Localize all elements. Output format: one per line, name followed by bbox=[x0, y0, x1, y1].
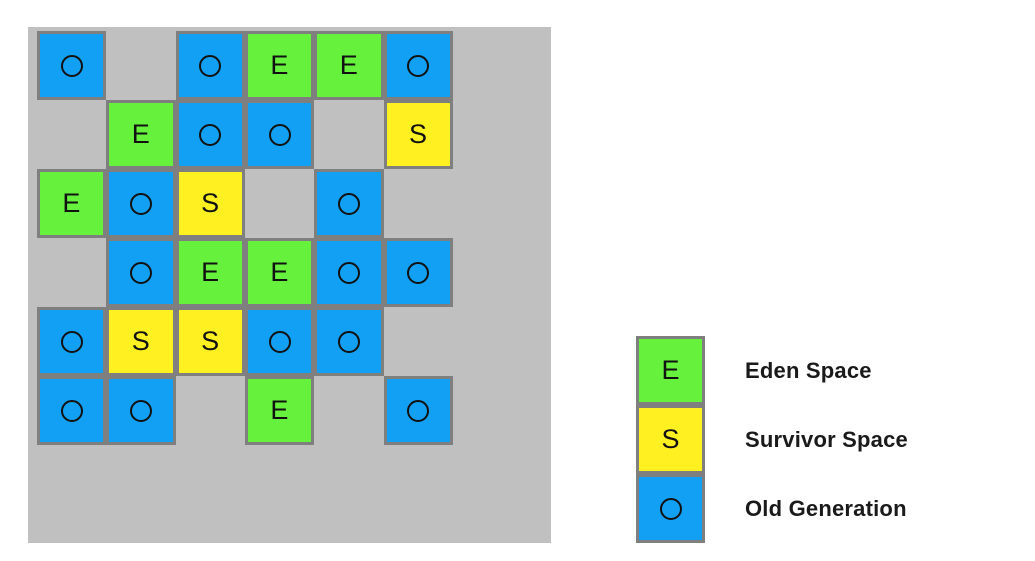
grid-cell-old-generation bbox=[37, 31, 107, 100]
legend: E Eden Space S Survivor Space Old Genera… bbox=[636, 336, 1016, 544]
grid-cell-empty bbox=[37, 100, 106, 169]
circle-icon bbox=[129, 261, 152, 284]
grid-cell-eden-space: E bbox=[314, 31, 384, 100]
grid-cell-eden-space: E bbox=[244, 238, 315, 307]
grid-cell-eden-space: E bbox=[37, 169, 107, 238]
circle-icon bbox=[129, 192, 152, 215]
circle-icon bbox=[60, 54, 83, 77]
circle-icon bbox=[199, 123, 222, 146]
grid-cell-empty bbox=[384, 307, 453, 376]
circle-icon bbox=[337, 330, 360, 353]
circle-icon bbox=[407, 399, 430, 422]
grid-cell-old-generation bbox=[314, 238, 384, 307]
grid-cell-old-generation bbox=[244, 307, 315, 376]
grid-cell-eden-space: E bbox=[106, 100, 176, 169]
grid-cell-empty bbox=[106, 31, 175, 100]
grid-cell-old-generation bbox=[106, 376, 176, 445]
legend-label-survivor-space: Survivor Space bbox=[745, 426, 908, 452]
grid-cell-empty bbox=[176, 376, 245, 445]
grid-cell-old-generation bbox=[383, 238, 453, 307]
legend-swatch-eden-space: E bbox=[636, 336, 705, 405]
grid-cell-old-generation bbox=[106, 169, 176, 238]
grid-cell-old-generation bbox=[175, 100, 245, 169]
grid-cell-old-generation bbox=[37, 307, 107, 376]
grid-cell-old-generation bbox=[175, 31, 245, 100]
circle-icon bbox=[268, 123, 291, 146]
legend-item-survivor-space: S Survivor Space bbox=[636, 405, 1016, 474]
grid-cell-old-generation bbox=[37, 376, 107, 445]
grid-cell-survivor-space: S bbox=[175, 169, 245, 238]
grid-cell-eden-space: E bbox=[244, 31, 315, 100]
circle-icon bbox=[659, 497, 682, 520]
grid-cell-survivor-space: S bbox=[175, 307, 245, 376]
grid-cell-old-generation bbox=[383, 376, 453, 445]
circle-icon bbox=[268, 330, 291, 353]
grid-cell-old-generation bbox=[244, 100, 315, 169]
circle-icon bbox=[407, 54, 430, 77]
legend-swatch-old-generation bbox=[636, 474, 705, 543]
circle-icon bbox=[60, 330, 83, 353]
grid-cell-empty bbox=[314, 376, 383, 445]
grid-cell-empty bbox=[245, 169, 314, 238]
grid-cell-old-generation bbox=[314, 169, 384, 238]
legend-swatch-survivor-space: S bbox=[636, 405, 705, 474]
grid-cell-old-generation bbox=[314, 307, 384, 376]
circle-icon bbox=[337, 192, 360, 215]
grid-cell-old-generation bbox=[383, 31, 453, 100]
circle-icon bbox=[337, 261, 360, 284]
legend-label-old-generation: Old Generation bbox=[745, 495, 907, 521]
circle-icon bbox=[129, 399, 152, 422]
grid-cell-survivor-space: S bbox=[106, 307, 176, 376]
grid-cell-eden-space: E bbox=[244, 376, 315, 445]
circle-icon bbox=[407, 261, 430, 284]
circle-icon bbox=[199, 54, 222, 77]
legend-item-eden-space: E Eden Space bbox=[636, 336, 1016, 405]
grid-cell-empty bbox=[314, 100, 383, 169]
grid-cell-old-generation bbox=[106, 238, 176, 307]
legend-item-old-generation: Old Generation bbox=[636, 474, 1016, 543]
grid-cell-empty bbox=[37, 238, 106, 307]
grid-cell-survivor-space: S bbox=[383, 100, 453, 169]
grid-cell-eden-space: E bbox=[175, 238, 245, 307]
grid-cell-empty bbox=[384, 169, 453, 238]
legend-label-eden-space: Eden Space bbox=[745, 357, 872, 383]
circle-icon bbox=[60, 399, 83, 422]
